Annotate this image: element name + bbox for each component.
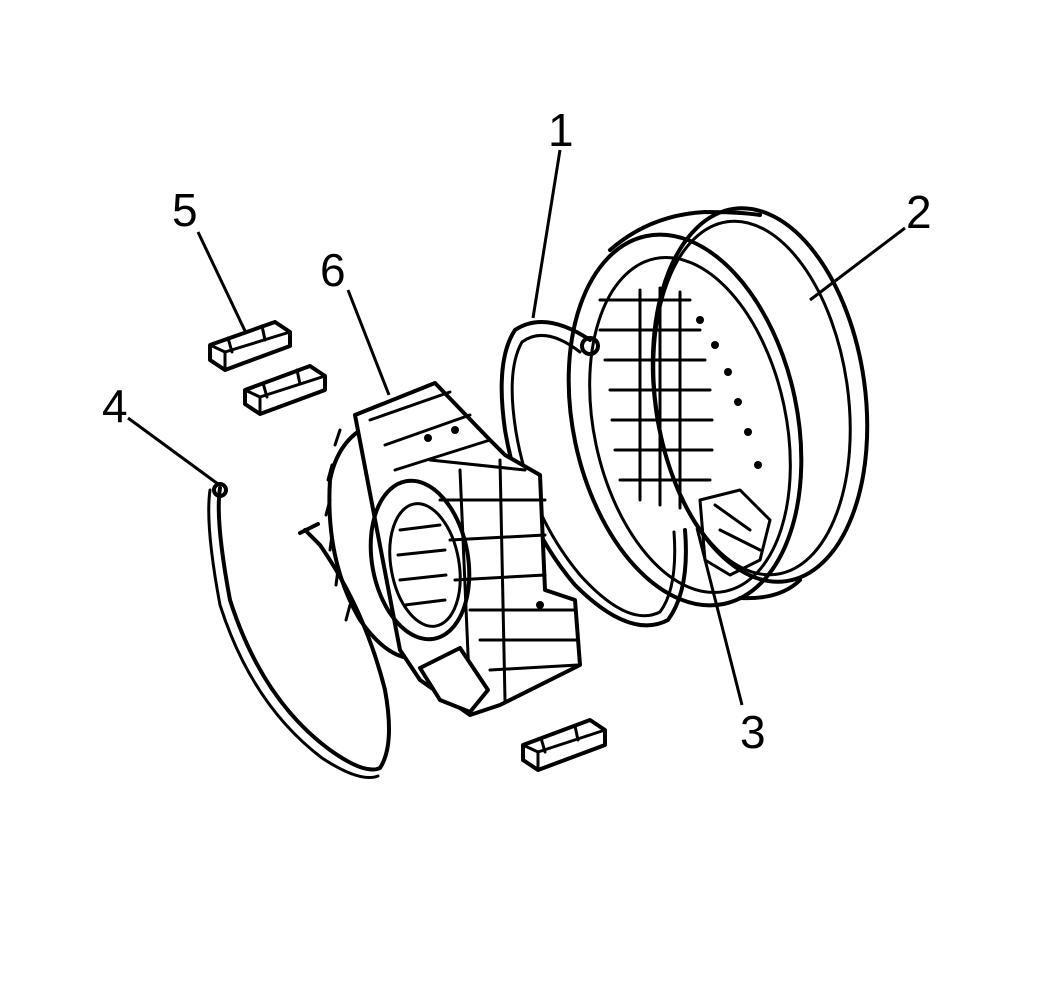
leader-1 [531,149,562,319]
key-part-5 [208,320,292,372]
leader-5 [196,231,248,334]
sleeve-part-2 [566,206,870,608]
leader-2 [809,226,906,302]
leader-4 [127,416,219,486]
key-bottom [521,718,607,772]
leader-3 [695,527,744,706]
callout-5: 5 [172,184,198,236]
spring-ring-part-4 [207,482,391,779]
key-lower-left [243,364,327,416]
hub-part-6 [324,381,582,717]
callout-1: 1 [548,104,574,156]
callout-2: 2 [906,186,932,238]
callout-4: 4 [102,380,128,432]
callout-6: 6 [320,244,346,296]
callout-3: 3 [740,706,766,758]
leader-6 [346,289,391,396]
